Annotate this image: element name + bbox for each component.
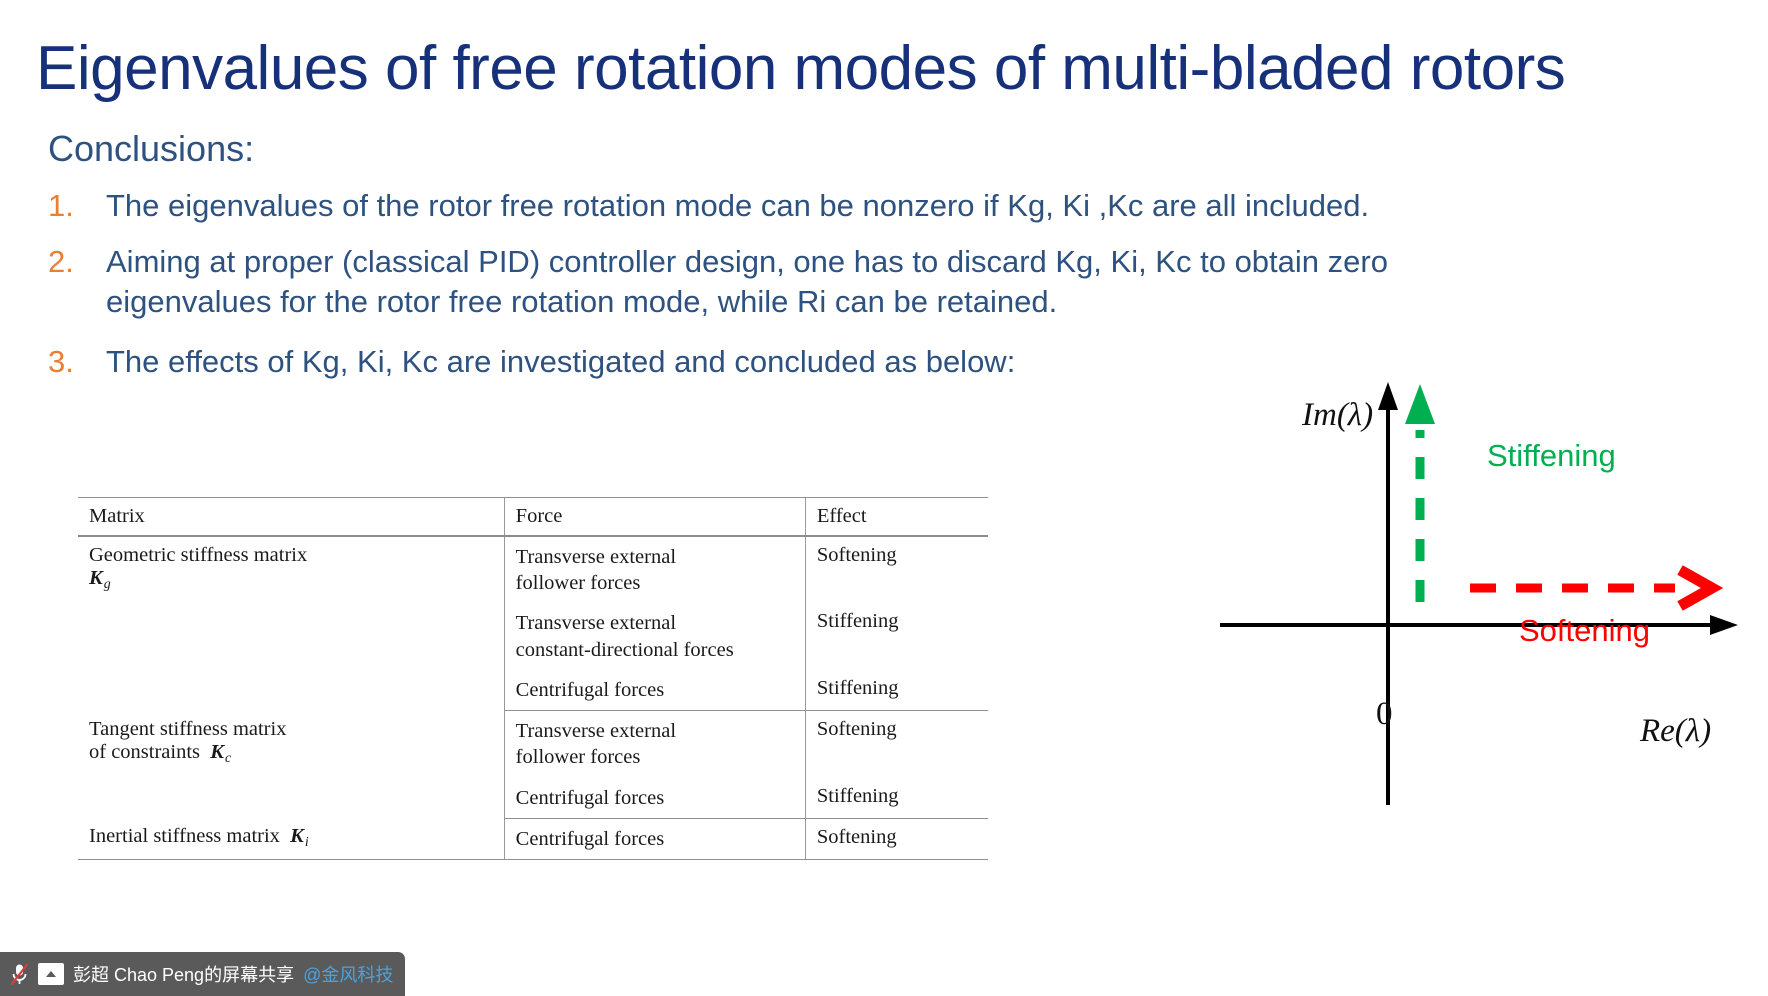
cell-force: Transverse external constant-directional…: [503, 603, 806, 670]
table-row: Inertial stiffness matrix Ki Centrifugal…: [78, 818, 988, 861]
table-row: Centrifugal forces Stiffening: [78, 777, 988, 819]
table-row: Centrifugal forces Stiffening: [78, 669, 988, 712]
list-item-text: The eigenvalues of the rotor free rotati…: [106, 188, 1370, 223]
table-row: Tangent stiffness matrix of constraints …: [78, 710, 988, 778]
cell-matrix-name: Geometric stiffness matrix Kg: [78, 536, 504, 711]
screen-share-bar: 彭超 Chao Peng的屏幕共享 @金风科技: [0, 952, 406, 996]
matrix-label: Tangent stiffness matrix: [89, 717, 287, 740]
softening-label: Softening: [1519, 613, 1650, 648]
matrix-symbol: Kg: [89, 567, 111, 592]
stiffening-label: Stiffening: [1487, 438, 1616, 473]
cell-force: Centrifugal forces: [503, 669, 806, 712]
effects-table-wrapper: Matrix Force Effect Geometric stiffness …: [78, 497, 988, 861]
presenter-org: @金风科技: [303, 965, 394, 985]
cell-matrix-name: Tangent stiffness matrix of constraints …: [78, 711, 504, 819]
screen-share-icon[interactable]: [38, 963, 64, 985]
imaginary-axis: [1378, 382, 1398, 805]
column-header-matrix: Matrix: [78, 497, 505, 537]
complex-plane-svg: [1220, 382, 1738, 805]
complex-plane-diagram: [1220, 370, 1760, 850]
cell-force: Transverse external follower forces: [503, 536, 806, 604]
cell-effect: Stiffening: [804, 777, 988, 819]
list-item: 3. The effects of Kg, Ki, Kc are investi…: [48, 342, 1388, 382]
cell-effect: Softening: [804, 536, 988, 604]
conclusions-heading: Conclusions:: [48, 128, 255, 169]
conclusions-list: 1. The eigenvalues of the rotor free rot…: [48, 186, 1388, 398]
matrix-label: Geometric stiffness matrix: [89, 544, 308, 566]
list-item-number: 1.: [48, 188, 74, 223]
list-item-number: 2.: [48, 244, 74, 279]
column-header-effect: Effect: [804, 497, 988, 537]
cell-effect: Softening: [804, 710, 988, 778]
real-axis: [1220, 615, 1738, 635]
table-header-row: Matrix Force Effect: [78, 497, 988, 537]
slide-left-edge: [0, 0, 3, 940]
cell-force: Transverse external follower forces: [503, 710, 806, 778]
cell-effect: Softening: [804, 818, 988, 861]
presenter-name: 彭超 Chao Peng的屏幕共享: [73, 965, 295, 985]
list-item-text: Aiming at proper (classical PID) control…: [106, 244, 1388, 319]
stiffening-arrow: [1405, 384, 1435, 602]
mic-muted-icon[interactable]: [10, 962, 29, 986]
page-title: Eigenvalues of free rotation modes of mu…: [36, 34, 1566, 103]
cell-force: Centrifugal forces: [503, 818, 806, 861]
real-axis-label: Re(λ): [1640, 713, 1712, 749]
matrix-label-2: of constraints Kc: [89, 740, 232, 766]
cell-effect: Stiffening: [804, 669, 988, 712]
column-header-force: Force: [503, 497, 806, 537]
table-row: Transverse external constant-directional…: [78, 603, 988, 670]
cell-effect: Stiffening: [804, 603, 988, 670]
list-item-text: The effects of Kg, Ki, Kc are investigat…: [106, 344, 1016, 379]
list-item: 2. Aiming at proper (classical PID) cont…: [48, 242, 1388, 322]
cell-matrix-name: Inertial stiffness matrix Ki: [78, 818, 505, 861]
cell-force: Centrifugal forces: [503, 777, 806, 819]
list-item-number: 3.: [48, 344, 74, 379]
screen-share-caret: [46, 971, 56, 977]
effects-table: Matrix Force Effect Geometric stiffness …: [78, 497, 988, 861]
imaginary-axis-label: Im(λ): [1302, 397, 1374, 433]
softening-arrow: [1470, 565, 1724, 611]
origin-label: 0: [1376, 696, 1393, 732]
list-item: 1. The eigenvalues of the rotor free rot…: [48, 186, 1388, 226]
table-row: Geometric stiffness matrix Kg Transverse…: [78, 536, 988, 604]
